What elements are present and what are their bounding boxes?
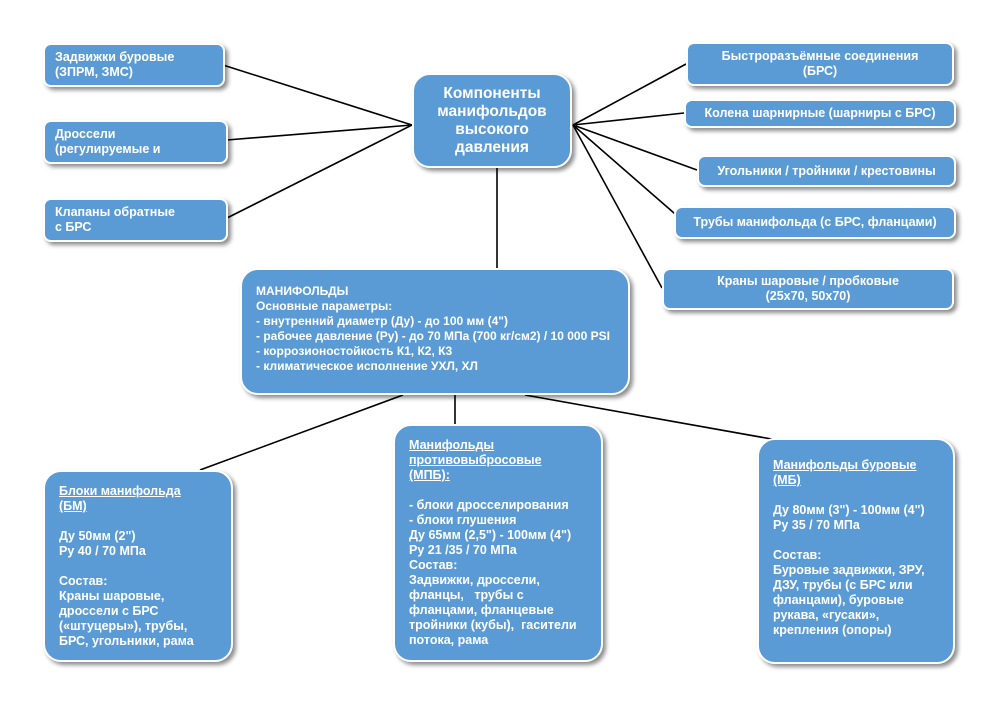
mpb-composition: фланцами, фланцевые	[409, 603, 554, 617]
bm-spec: Ду 50мм (2")	[59, 529, 136, 543]
mb-composition: фланцами), буровые	[773, 593, 904, 607]
mpb-title: Манифольды	[409, 438, 495, 452]
mpb-composition: потока, рама	[409, 633, 489, 647]
mpb-composition-label: Состав:	[409, 558, 458, 572]
connector-main-bm	[199, 394, 404, 471]
manifolds-main-box: МАНИФОЛЬДЫ Основные параметры: - внутрен…	[240, 268, 630, 395]
bm-composition: («штуцеры»), трубы,	[59, 619, 188, 633]
mpb-composition: Задвижки, дроссели,	[409, 573, 540, 587]
left-item-text: с БРС	[55, 220, 92, 234]
central-line: манифольдов	[437, 102, 547, 120]
bm-title: Блоки манифольда	[59, 484, 181, 498]
mpb-spec: Ду 65мм (2,5") - 100мм (4")	[409, 528, 572, 542]
right-item-text: Угольники / тройники / крестовины	[717, 163, 936, 178]
connector-left-2	[226, 124, 413, 141]
central-line: высокого	[455, 120, 529, 138]
bm-box: Блоки манифольда (БМ) Ду 50мм (2") Ру 40…	[43, 470, 233, 662]
connector-right-4	[572, 124, 683, 221]
mpb-composition: тройники (кубы), гасители	[409, 618, 577, 632]
mb-title: (МБ)	[773, 473, 801, 487]
connector-main-mb	[524, 394, 778, 441]
mb-box: Манифольды буровые (МБ) Ду 80мм (3") - 1…	[757, 438, 955, 664]
connector-right-5	[572, 124, 663, 289]
right-item-text: Трубы манифольда (с БРС, фланцами)	[693, 215, 937, 229]
bm-composition: Краны шаровые,	[59, 589, 165, 603]
right-item-pipes: Трубы манифольда (с БРС, фланцами)	[674, 206, 956, 239]
mpb-item: - блоки глушения	[409, 513, 517, 527]
mb-title: Манифольды буровые	[773, 458, 917, 472]
mpb-title: (МПБ):	[409, 468, 450, 482]
left-item-text: Задвижки буровые	[55, 50, 175, 64]
left-item-check-valves: Клапаны обратные с БРС	[43, 198, 228, 242]
right-item-quick-connectors: Быстроразъёмные соединения (БРС)	[686, 42, 954, 86]
mpb-item: - блоки дросселирования	[409, 498, 569, 512]
main-subtitle: Основные параметры:	[256, 299, 393, 313]
central-line: давления	[455, 138, 529, 156]
right-item-swivel-joints: Колена шарнирные (шарниры с БРС)	[684, 99, 956, 128]
right-item-plug-valves: Краны шаровые / пробковые (25х70, 50х70)	[662, 268, 954, 310]
right-item-text: Краны шаровые / пробковые	[717, 274, 899, 288]
mb-composition: рукава, «гусаки»,	[773, 608, 880, 622]
mb-spec: Ду 80мм (3") - 100мм (4")	[773, 503, 925, 517]
left-item-text: Дроссели	[55, 127, 116, 141]
left-item-text: (ЗПРМ, ЗМС)	[55, 65, 133, 79]
connector-right-3	[572, 124, 698, 171]
bm-composition: БРС, угольники, рама	[59, 634, 194, 648]
right-item-text: Быстроразъёмные соединения	[721, 49, 919, 63]
connector-right-2	[572, 112, 685, 126]
connector-right-1	[572, 63, 687, 126]
main-title: МАНИФОЛЬДЫ	[256, 284, 349, 298]
right-item-text: (БРС)	[802, 64, 838, 78]
bm-title: (БМ)	[59, 499, 87, 513]
bm-composition: дроссели с БРС	[59, 604, 159, 618]
right-item-text: Колена шарнирные (шарниры с БРС)	[704, 106, 936, 120]
left-item-gate-valves: Задвижки буровые (ЗПРМ, ЗМС)	[43, 43, 225, 87]
mb-spec: Ру 35 / 70 МПа	[773, 518, 860, 532]
mb-composition: Буровые задвижки, ЗРУ,	[773, 563, 925, 577]
connector-left-3	[226, 124, 413, 219]
main-param: - коррозионостойкость К1, К2, К3	[256, 344, 453, 358]
left-item-chokes: Дроссели (регулируемые и	[43, 120, 228, 164]
bm-composition-label: Состав:	[59, 574, 108, 588]
mb-composition: крепления (опоры)	[773, 623, 892, 637]
right-item-text: (25х70, 50х70)	[765, 289, 851, 303]
connector-left-1	[222, 64, 413, 126]
mpb-composition: фланцы, трубы с	[409, 588, 524, 602]
central-box: Компоненты манифольдов высокого давления	[412, 73, 572, 168]
mpb-title: противовыбросовые	[409, 453, 542, 467]
mpb-box: Манифольды противовыбросовые (МПБ): - бл…	[393, 424, 603, 662]
left-item-text: (регулируемые и	[55, 142, 161, 156]
main-param: - внутренний диаметр (Ду) - до 100 мм (4…	[256, 314, 508, 328]
main-param: - климатическое исполнение УХЛ, ХЛ	[256, 359, 478, 373]
central-line: Компоненты	[443, 84, 541, 102]
mb-composition: ДЗУ, трубы (с БРС или	[773, 578, 913, 592]
left-item-text: Клапаны обратные	[55, 205, 175, 219]
bm-spec: Ру 40 / 70 МПа	[59, 544, 146, 558]
mb-composition-label: Состав:	[773, 548, 822, 562]
right-item-fittings: Угольники / тройники / крестовины	[697, 155, 956, 187]
mpb-spec: Ру 21 /35 / 70 МПа	[409, 543, 517, 557]
main-param: - рабочее давление (Ру) - до 70 МПа (700…	[256, 329, 610, 343]
